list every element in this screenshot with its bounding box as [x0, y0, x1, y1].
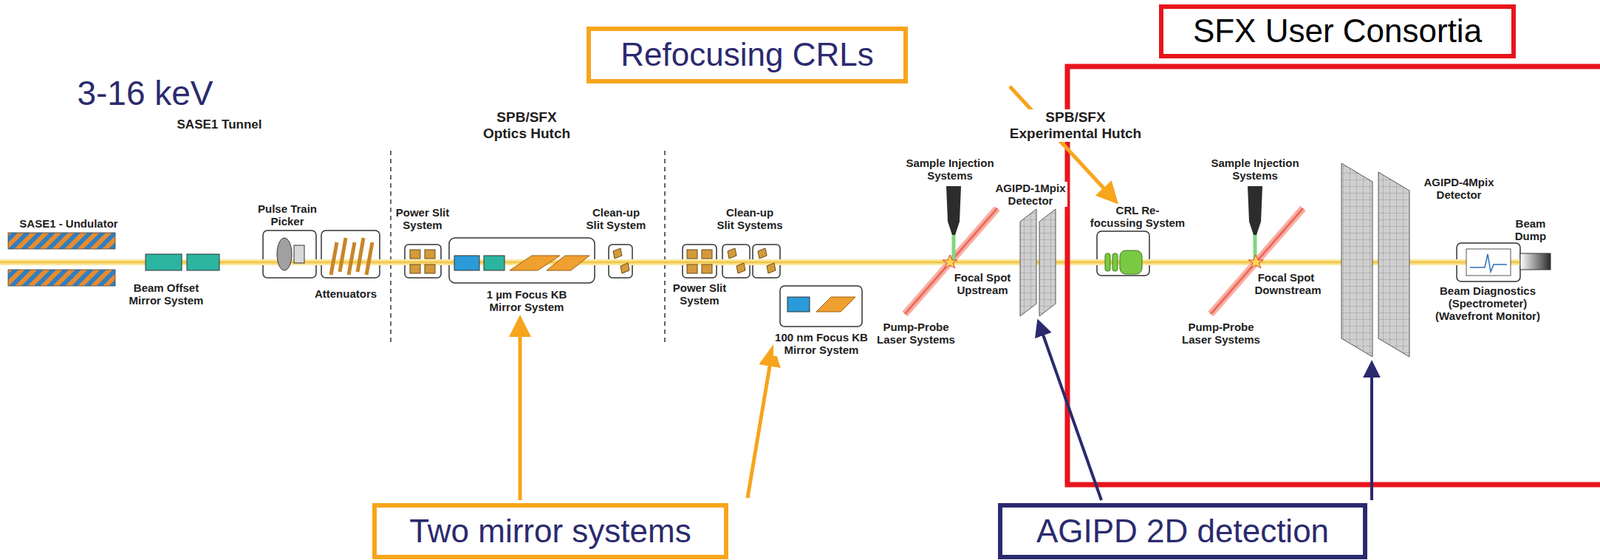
callout-text: Refocusing CRLs [620, 35, 874, 75]
component-label: Attenuators [312, 287, 380, 300]
drawing-part [1119, 250, 1143, 275]
drawing-part [701, 249, 713, 259]
drawing-part [780, 285, 863, 327]
callout-box: Two mirror systems [372, 503, 729, 560]
drawing-part [330, 242, 337, 275]
component-label: Power Slit System [394, 206, 452, 232]
drawing-part [366, 242, 373, 275]
sample-injector [1247, 186, 1263, 235]
drawing-part [1456, 243, 1521, 282]
offset-mirror [186, 254, 220, 271]
hutch-divider [390, 150, 392, 343]
drawing-part [1105, 253, 1111, 272]
component-label: CRL Re-focussing System [1088, 203, 1188, 229]
drawing-part [686, 249, 698, 259]
drawing-part [262, 230, 317, 278]
component-label: Power Slit System [671, 281, 729, 307]
callout-box: SFX User Consortia [1159, 4, 1516, 59]
component-label: Focal Spot Downstream [1253, 271, 1320, 297]
component-label: 100 nm Focus KB Mirror System [773, 330, 871, 357]
component-label: Sample Injection Systems [904, 156, 996, 182]
kb-mirror [546, 255, 590, 271]
component-label: SASE1 Tunnel [175, 117, 265, 133]
component-label: SPB/SFX Optics Hutch [480, 109, 573, 142]
hutch-divider [664, 150, 666, 343]
drawing-part [757, 248, 767, 259]
component-label: Beam Dump [1513, 217, 1549, 243]
focal-spot [1248, 254, 1264, 269]
callout-text: Two mirror systems [409, 511, 691, 552]
xray-beam [0, 261, 1522, 264]
attenuator-foils [330, 237, 373, 275]
component-label: SASE1 - Undulator [16, 217, 121, 230]
drawing-part [736, 262, 746, 274]
drawing-part [686, 264, 698, 274]
slit-blades [409, 249, 436, 274]
crl-lenses [1105, 250, 1143, 275]
component-housings [262, 230, 1521, 327]
drawing-part [766, 262, 776, 274]
component-label: Focal Spot Upstream [952, 271, 1013, 297]
undulator-segment [8, 232, 116, 249]
component-label: Pump-Probe Laser Systems [1180, 320, 1263, 346]
drawing-part [613, 248, 622, 259]
undulator-segment [8, 269, 116, 286]
focal-spot [942, 254, 958, 269]
kb-mirror [454, 255, 480, 271]
offset-mirror [145, 254, 182, 271]
callout-box: AGIPD 2D detection [997, 503, 1368, 560]
drawing-part [409, 264, 421, 274]
component-label: AGIPD-4Mpix Detector [1421, 175, 1496, 201]
detector-panel [1020, 209, 1037, 317]
spectrometer-screen [1466, 248, 1511, 276]
drawing-part [424, 264, 436, 274]
sample-jet [952, 233, 956, 261]
chopper-housing [293, 245, 305, 263]
drawing-part [357, 237, 364, 272]
drawing-part [1112, 253, 1118, 272]
drawing-part [409, 249, 421, 259]
kb-mirror [816, 296, 856, 312]
callout-arrow [747, 348, 773, 498]
beam-dump [1520, 253, 1551, 270]
detector-panel [1039, 209, 1056, 317]
beam-glow [0, 259, 1522, 266]
component-label: Sample Injection Systems [1209, 156, 1301, 182]
detector-panel [1341, 163, 1373, 357]
callout-arrow [1038, 322, 1102, 501]
drawing-part [701, 264, 713, 274]
callout-arrow [518, 319, 523, 501]
consortia-region [1067, 66, 1600, 485]
slit-blades [613, 248, 776, 274]
component-label: Beam Offset Mirror System [127, 281, 206, 307]
callout-text: AGIPD 2D detection [1036, 511, 1329, 552]
drawing-part [727, 248, 737, 259]
drawing-part [424, 249, 436, 259]
drawing-part [339, 237, 346, 272]
callout-arrow [1370, 363, 1374, 501]
component-label: Clean-up Slit Systems [715, 206, 785, 232]
component-label: Pulse Train Picker [255, 202, 320, 228]
detector-panel [1378, 172, 1410, 357]
drawing-part [321, 230, 380, 278]
callout-box: Refocusing CRLs [586, 26, 908, 84]
component-label: Beam Diagnostics (Spectrometer) (Wavefro… [1433, 284, 1543, 323]
component-label: AGIPD-1Mpix Detector [993, 181, 1068, 207]
sample-injector [946, 186, 962, 235]
component-label: SPB/SFX Experimental Hutch [1007, 109, 1144, 142]
component-label: 3-16 keV [74, 73, 216, 114]
component-label: Pump-Probe Laser Systems [875, 320, 958, 346]
chopper-wheel [277, 237, 292, 271]
callout-text: SFX User Consortia [1192, 11, 1482, 51]
kb-mirror [787, 296, 810, 312]
component-label: Clean-up Slit System [584, 206, 648, 232]
component-label: 1 µm Focus KB Mirror System [484, 288, 569, 314]
kb-mirror [483, 255, 505, 271]
drawing-part [348, 242, 355, 275]
drawing-part [1096, 231, 1150, 276]
drawing-part [620, 262, 630, 274]
spectrum-trace [1469, 254, 1507, 272]
